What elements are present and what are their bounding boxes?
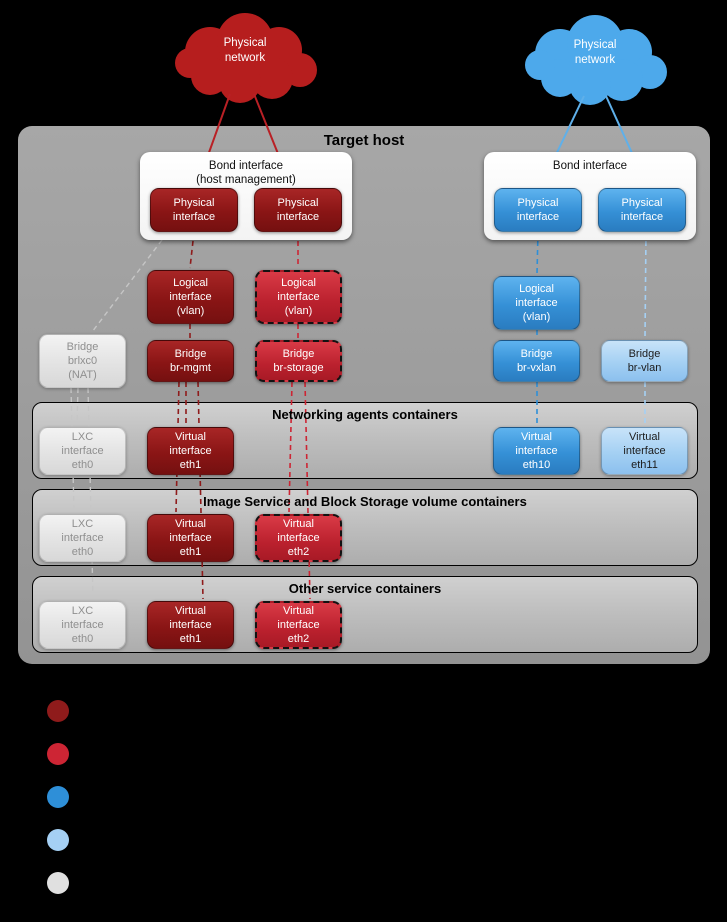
virtual-interface-eth1-s1: Virtual interface eth1 xyxy=(147,427,234,475)
bridge-br-vxlan: Bridge br-vxlan xyxy=(493,340,580,382)
physical-interface-mgmt-1: Physical interface xyxy=(150,188,238,232)
physical-network-cloud-blue xyxy=(525,15,667,105)
cloud-shape-red xyxy=(175,13,317,103)
virtual-interface-eth10-s1: Virtual interface eth10 xyxy=(493,427,580,475)
lxc-interface-eth0-s2: LXC interface eth0 xyxy=(39,514,126,562)
bridge-br-mgmt: Bridge br-mgmt xyxy=(147,340,234,382)
lxc-interface-eth0-s1: LXC interface eth0 xyxy=(39,427,126,475)
section-networking-agents-title: Networking agents containers xyxy=(272,407,458,422)
virtual-interface-eth1-s2: Virtual interface eth1 xyxy=(147,514,234,562)
physical-network-label-right: Physical network xyxy=(573,39,617,66)
physical-network-cloud-red xyxy=(175,13,317,103)
bridge-brlxc0-nat: Bridge brlxc0 (NAT) xyxy=(39,334,126,388)
physical-interface-net-1: Physical interface xyxy=(494,188,582,232)
section-other-services xyxy=(32,576,698,653)
logical-interface-vlan-mgmt: Logical interface (vlan) xyxy=(147,270,234,324)
bond-left-title: Bond interface xyxy=(208,160,284,172)
legend-swatch-dark-red xyxy=(47,700,69,722)
virtual-interface-eth11-s1: Virtual interface eth11 xyxy=(601,427,688,475)
physical-network-label-left: Physical network xyxy=(223,37,267,64)
bridge-br-vlan: Bridge br-vlan xyxy=(601,340,688,382)
section-image-block-storage-title: Image Service and Block Storage volume c… xyxy=(203,494,527,509)
section-other-services-title: Other service containers xyxy=(288,581,442,596)
physical-interface-mgmt-2: Physical interface xyxy=(254,188,342,232)
legend-swatch-blue xyxy=(47,786,69,808)
physical-interface-net-2: Physical interface xyxy=(598,188,686,232)
section-networking-agents xyxy=(32,402,698,479)
logical-interface-vlan-overlay: Logical interface (vlan) xyxy=(493,276,580,330)
bond-right-title: Bond interface xyxy=(552,160,628,172)
logical-interface-vlan-storage: Logical interface (vlan) xyxy=(255,270,342,324)
virtual-interface-eth1-s3: Virtual interface eth1 xyxy=(147,601,234,649)
virtual-interface-eth2-s2: Virtual interface eth2 xyxy=(255,514,342,562)
virtual-interface-eth2-s3: Virtual interface eth2 xyxy=(255,601,342,649)
legend-swatch-light-blue xyxy=(47,829,69,851)
cloud-shape-blue xyxy=(525,15,667,105)
bridge-br-storage: Bridge br-storage xyxy=(255,340,342,382)
legend-swatch-red xyxy=(47,743,69,765)
legend-swatch-gray xyxy=(47,872,69,894)
bond-left-subtitle: (host management) xyxy=(196,174,296,187)
section-image-block-storage xyxy=(32,489,698,566)
lxc-interface-eth0-s3: LXC interface eth0 xyxy=(39,601,126,649)
target-host-title: Target host xyxy=(323,132,405,149)
